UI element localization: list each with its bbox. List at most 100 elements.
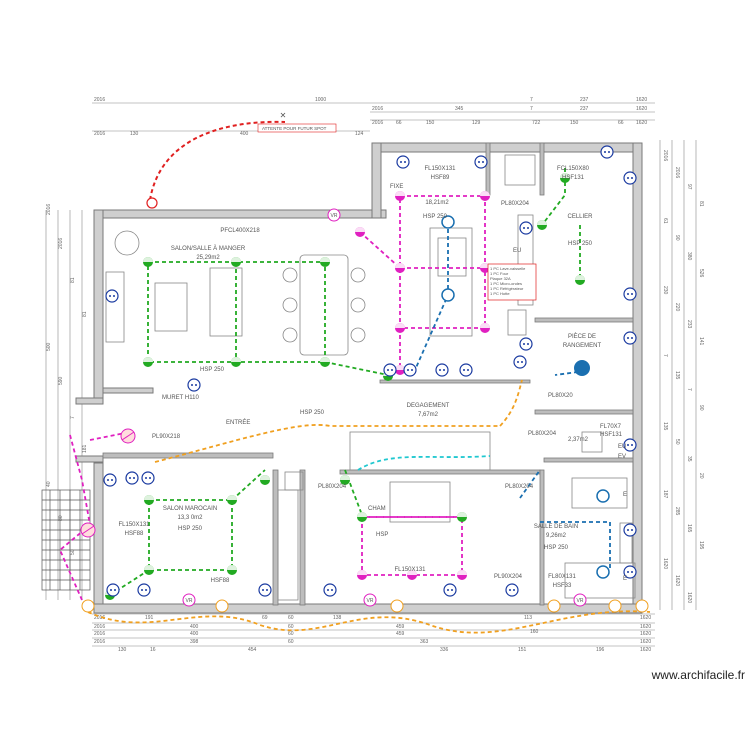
dim-label: 165 (686, 524, 692, 533)
outlet-icon (623, 287, 637, 301)
opening-labels: PFCL400X218 FL150X131 HSF89 FIXE PL80X20… (118, 166, 622, 589)
circuit-red (149, 120, 286, 201)
dim-label: 1620 (640, 647, 651, 653)
dim-label: 151 (518, 647, 527, 653)
light-point-icon (407, 570, 417, 580)
dim-label: 363 (420, 639, 429, 645)
watermark: www.archifacile.fr (651, 668, 745, 682)
room-name: PIÈCE DE (568, 333, 596, 340)
dim-label: 2016 (372, 106, 383, 112)
stairs (349, 431, 491, 471)
sink (507, 309, 527, 336)
circuit-cyan (357, 455, 491, 471)
outlet-icon (137, 583, 151, 597)
dim-label: 590 (58, 376, 64, 385)
dim-label: 400 (190, 631, 199, 637)
vr-marker: VR (327, 208, 341, 222)
dim-label: 135 (662, 422, 668, 431)
light-point-icon (395, 323, 405, 333)
room-hsp: HSP 250 (423, 214, 448, 220)
dim-label: 380 (686, 252, 692, 261)
bottom-dimension-labels: 2016 191 400 69 60 138 113 1620 2016 60 … (94, 615, 651, 653)
room-area: 13,3 0m2 (177, 515, 203, 521)
outlet-icon (403, 363, 417, 377)
dim-label: 7 (686, 388, 692, 391)
bottom-dimensions (92, 613, 655, 647)
outlet-icon (258, 583, 272, 597)
cabinets (517, 214, 534, 306)
dim-label: 50 (70, 549, 76, 555)
opening-label: HSP 250 (200, 367, 225, 373)
outlet-icon (383, 363, 397, 377)
pc-item: 1 PC Réfrigérateur (490, 286, 524, 291)
room-name: SALON MAROCAIN (163, 506, 217, 512)
furniture (105, 154, 636, 601)
outlets (103, 145, 637, 597)
room-name: SALLE DE BAIN (534, 524, 578, 530)
dim-label: 81 (82, 311, 88, 317)
vr-marker: VR (573, 593, 587, 607)
dim-label: 124 (355, 131, 364, 137)
outlet-icon (105, 289, 119, 303)
dim-label: 459 (396, 624, 405, 630)
pc-item: 1 PC Four (490, 271, 509, 276)
circuit-magenta (58, 195, 486, 601)
dim-label: 722 (532, 120, 541, 126)
dim-label: 60 (288, 631, 294, 637)
ev-label: EV (618, 454, 626, 460)
dim-label: 1620 (640, 639, 651, 645)
dim-label: 191 (145, 615, 154, 621)
outlet-icon (187, 378, 201, 392)
opening-label: HSF88 (211, 578, 230, 584)
dim-label: 20 (698, 473, 704, 479)
dim-label: 2016 (94, 131, 105, 137)
dim-label: 500 (46, 342, 52, 351)
opening-label: PL90X218 (152, 434, 181, 440)
dim-label: 69 (262, 615, 268, 621)
dim-label: 526 (698, 269, 704, 278)
dim-label: 2016 (58, 238, 64, 249)
dim-label: 130 (118, 647, 127, 653)
outlet-icon (519, 221, 533, 235)
dim-label: 400 (240, 131, 249, 137)
dim-label: 129 (472, 120, 481, 126)
opening-label: PFCL400X218 (220, 228, 260, 234)
dim-label: 135 (674, 371, 680, 380)
vr-marker: VR (182, 593, 196, 607)
outlet-icon (125, 471, 139, 485)
dim-label: 2016 (46, 204, 52, 215)
light-point-icon (560, 173, 570, 183)
light-points-green (105, 173, 585, 600)
opening-label: PL80X204 (318, 484, 347, 490)
room-hsp: HSP (376, 532, 388, 538)
e-label: E (623, 576, 627, 582)
exterior-walls (75, 142, 643, 614)
opening-label: FL70X7 (600, 424, 622, 430)
dining-table (299, 254, 349, 356)
dim-label: 1620 (636, 97, 647, 103)
room-area: 9,26m2 (546, 533, 567, 539)
dim-label: 35 (686, 456, 692, 462)
room-area: 7,67m2 (418, 412, 439, 418)
outlet-icon (435, 363, 449, 377)
light-point-icon (355, 227, 365, 237)
dim-label: 16 (150, 647, 156, 653)
light-point-icon (480, 263, 490, 273)
pc-item: Plaque 32A (490, 276, 511, 281)
vr-markers: VR VR VR VR (182, 208, 587, 607)
dim-label: 233 (686, 320, 692, 329)
opening-label: FIXE (390, 184, 403, 190)
light-point-icon (575, 275, 585, 285)
outlet-icon (106, 583, 120, 597)
dim-label: 1620 (674, 575, 680, 586)
room-hsp: HSP 250 (178, 526, 203, 532)
opening-label: FL80X131 (548, 574, 576, 580)
e-label: E (623, 492, 627, 498)
light-point-icon (231, 357, 241, 367)
light-point-icon (357, 512, 367, 522)
wc-bowl (581, 431, 603, 453)
vr-label: VR (186, 598, 193, 604)
bed (389, 481, 451, 523)
light-point-icon (320, 257, 330, 267)
light-point-icon (227, 565, 237, 575)
